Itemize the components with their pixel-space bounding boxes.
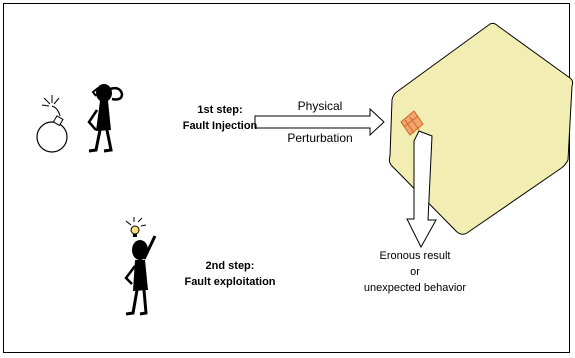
- idea-person-icon: [124, 217, 157, 316]
- result-arrow: [406, 130, 437, 249]
- step1-title: 1st step:: [197, 104, 243, 116]
- arrow-label-physical: Physical: [297, 99, 343, 113]
- step1-subtitle: Fault Injection: [182, 120, 258, 132]
- result-line3: unexpected behavior: [363, 282, 467, 294]
- step2-title: 2nd step:: [205, 260, 255, 272]
- chip-icon: [400, 110, 424, 136]
- result-line2: or: [410, 266, 420, 278]
- arrow-label-perturbation: Perturbation: [287, 131, 353, 145]
- thinking-person-icon: [87, 84, 124, 153]
- step2-subtitle: Fault exploitation: [184, 276, 276, 288]
- smart-card-icon: [388, 22, 574, 235]
- bomb-icon: [36, 95, 68, 153]
- perturbation-arrow: [254, 107, 385, 137]
- result-line1: Eronous result: [379, 250, 451, 262]
